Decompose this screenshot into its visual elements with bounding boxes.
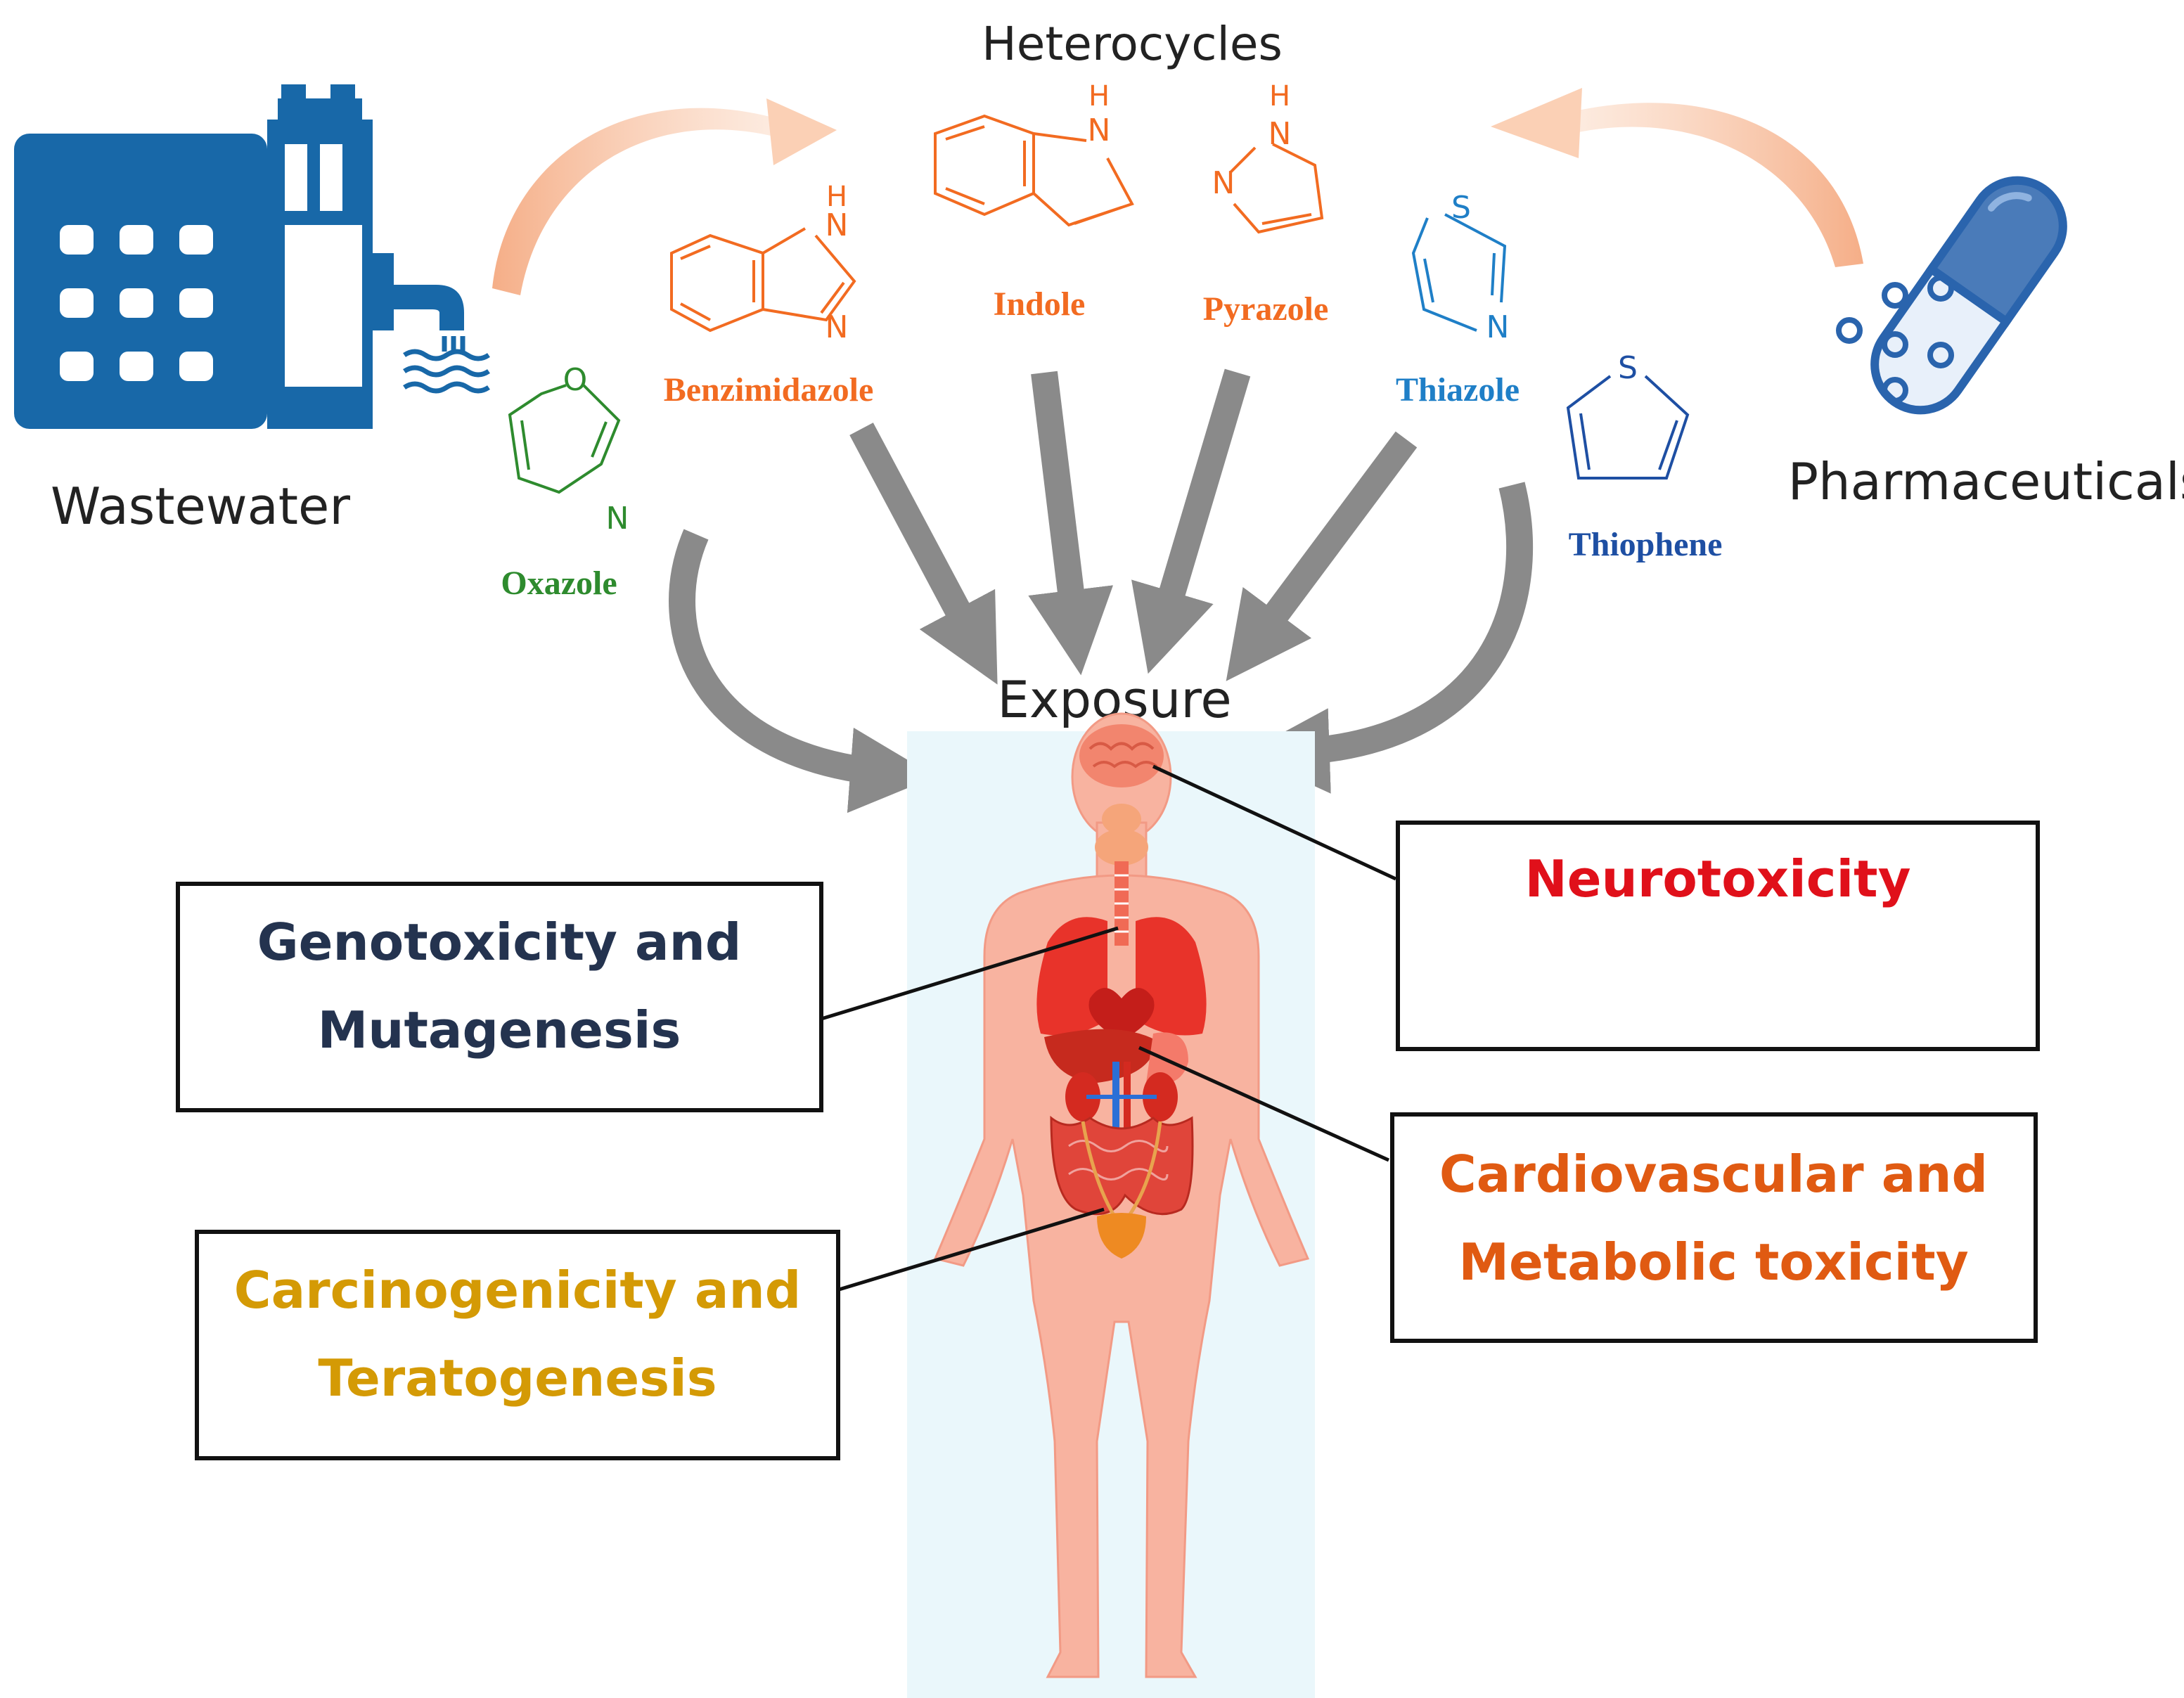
benzimidazole-atom-h: H bbox=[826, 181, 847, 213]
genotoxicity-line1: Genotoxicity and bbox=[257, 913, 742, 972]
genotoxicity-line2: Mutagenesis bbox=[318, 1001, 681, 1060]
heart-icon bbox=[1088, 988, 1155, 1041]
human-body-figure bbox=[933, 712, 1310, 1678]
thiazole-atom-n: N bbox=[1486, 309, 1510, 345]
flow-arrow-left bbox=[492, 98, 837, 295]
bladder-icon bbox=[1097, 1213, 1146, 1259]
benzimidazole-atom-n1: N bbox=[826, 207, 849, 243]
exposure-arrows bbox=[669, 368, 1534, 813]
oxazole-label: Oxazole bbox=[501, 565, 617, 602]
benzimidazole-atom-n2: N bbox=[826, 309, 849, 345]
thiazole-atom-s: S bbox=[1451, 190, 1471, 226]
wastewater-label: Wastewater bbox=[51, 477, 350, 536]
pyrazole-structure bbox=[1229, 143, 1324, 234]
oxazole-structure bbox=[508, 384, 621, 494]
pyrazole-atom-n1: N bbox=[1268, 116, 1292, 152]
connector-carcinogenicity bbox=[836, 1207, 1105, 1292]
cardiovascular-line1: Cardiovascular and bbox=[1439, 1145, 1988, 1204]
connector-cardiovascular bbox=[1138, 1046, 1390, 1162]
exposure-arrow-pyrazole bbox=[1131, 368, 1251, 674]
carcinogenicity-box: Carcinogenicity and Teratogenesis bbox=[195, 1230, 840, 1460]
thiophene-atom-s: S bbox=[1618, 350, 1638, 386]
exposure-arrow-indole bbox=[1028, 371, 1114, 676]
connector-neurotoxicity bbox=[1152, 764, 1397, 881]
neurotoxicity-label: Neurotoxicity bbox=[1524, 849, 1910, 908]
carcinogenicity-line1: Carcinogenicity and bbox=[234, 1261, 801, 1320]
factory-icon bbox=[14, 84, 490, 429]
exposure-arrow-thiazole bbox=[1226, 431, 1418, 681]
pharmaceuticals-label: Pharmaceuticals bbox=[1788, 452, 2184, 511]
pills-icon bbox=[1836, 176, 2067, 415]
flow-arrow-right bbox=[1491, 88, 1863, 267]
carcinogenicity-line2: Teratogenesis bbox=[318, 1349, 717, 1408]
thiazole-structure bbox=[1411, 213, 1507, 332]
pyrazole-atom-h: H bbox=[1269, 80, 1290, 112]
indole-atom-h: H bbox=[1088, 80, 1110, 112]
cardiovascular-line2: Metabolic toxicity bbox=[1458, 1233, 1968, 1292]
exposure-arrow-thiophene bbox=[1244, 482, 1534, 794]
pyrazole-label: Pyrazole bbox=[1203, 290, 1329, 328]
benzimidazole-label: Benzimidazole bbox=[664, 371, 874, 409]
benzimidazole-structure bbox=[670, 227, 856, 333]
pyrazole-atom-n2: N bbox=[1212, 165, 1235, 201]
thiophene-structure bbox=[1566, 375, 1690, 480]
genotoxicity-box: Genotoxicity and Mutagenesis bbox=[176, 882, 823, 1112]
thiazole-label: Thiazole bbox=[1396, 371, 1520, 409]
cardiovascular-box: Cardiovascular and Metabolic toxicity bbox=[1390, 1112, 2038, 1343]
brain-icon bbox=[1079, 724, 1164, 787]
exposure-arrow-oxazole bbox=[669, 529, 936, 813]
oxazole-atom-o: O bbox=[563, 362, 588, 398]
oxazole-atom-n: N bbox=[606, 501, 629, 536]
connector-lines bbox=[818, 764, 1397, 1292]
indole-structure bbox=[934, 114, 1134, 227]
intestines-icon bbox=[1050, 1115, 1194, 1216]
thiophene-label: Thiophene bbox=[1569, 526, 1723, 563]
neurotoxicity-box: Neurotoxicity bbox=[1396, 821, 2040, 1051]
exposure-arrow-benzimidazole bbox=[849, 423, 998, 685]
heterocycles-title: Heterocycles bbox=[982, 17, 1283, 71]
connector-genotoxicity bbox=[818, 926, 1119, 1022]
indole-label: Indole bbox=[994, 285, 1086, 323]
indole-atom-n: N bbox=[1088, 112, 1111, 148]
